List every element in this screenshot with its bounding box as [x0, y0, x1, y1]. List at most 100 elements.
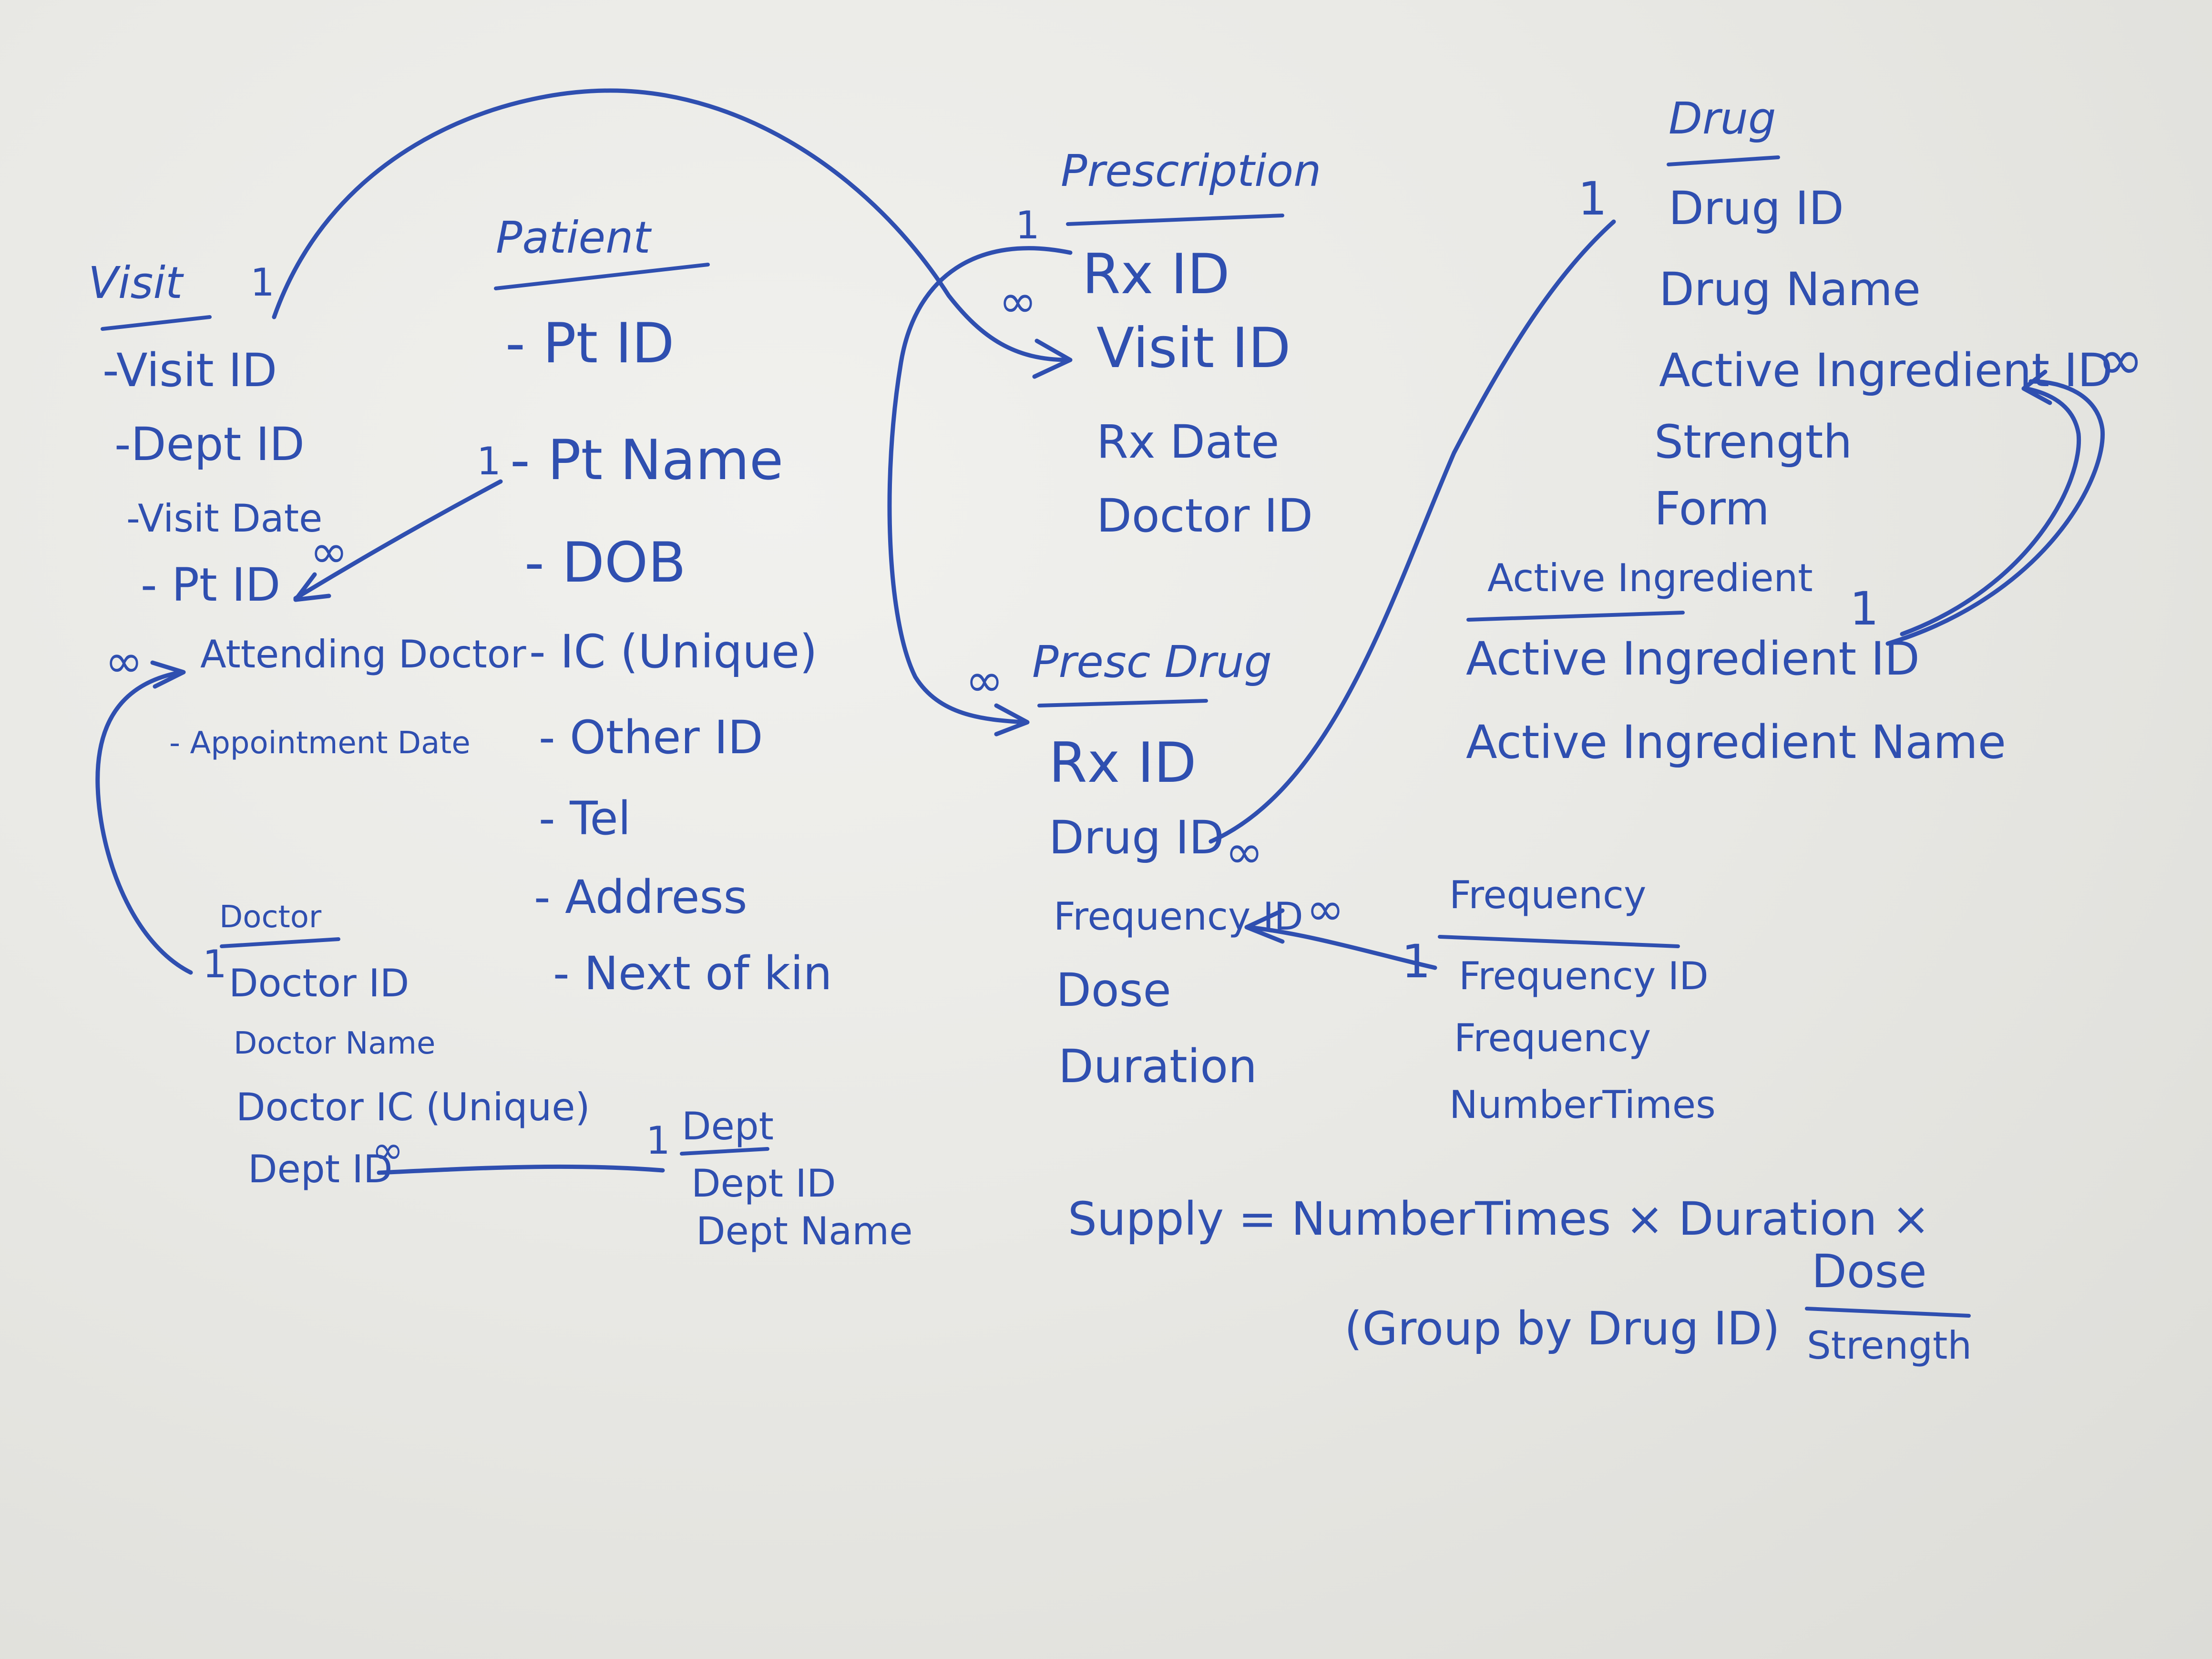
- arrow-head: [994, 703, 1030, 737]
- rel-doctor-visit: [95, 670, 193, 975]
- entity-presc-drug: Presc Drug Rx ID Drug ID Frequency ID Do…: [1032, 636, 1303, 1093]
- cardinality-many: ∞: [372, 1128, 404, 1172]
- arrow-head: [1032, 338, 1073, 379]
- rel-prescdrug-drug: [1208, 219, 1616, 844]
- entity-title: Prescription: [1061, 145, 1321, 196]
- title-underline: [1037, 699, 1208, 707]
- entity-title: Active Ingredient: [1487, 556, 1813, 600]
- rel-activeingredient-drug-2: [1900, 386, 2081, 636]
- field: Frequency ID: [1459, 954, 1709, 998]
- cardinality-many: ∞: [105, 635, 143, 688]
- field: Rx ID: [1049, 731, 1197, 795]
- title-underline: [494, 263, 710, 290]
- field: Duration: [1058, 1040, 1257, 1093]
- cardinality-one: 1: [646, 1118, 670, 1163]
- field: - Pt ID: [505, 311, 675, 376]
- arrow-head: [150, 660, 186, 689]
- field: Active Ingredient ID: [1659, 344, 2113, 397]
- entity-title: Drug: [1669, 93, 1776, 144]
- title-underline: [1066, 214, 1284, 226]
- entity-title: Doctor: [219, 900, 322, 935]
- field: Strength: [1654, 415, 1852, 469]
- cardinality-many: ∞: [1306, 882, 1344, 936]
- cardinality-marks: 1 1 ∞ ∞ 1 ∞ ∞ ∞ ∞ 1 1 ∞ 1 1 ∞ 1: [105, 172, 2144, 1172]
- formula-group: (Group by Drug ID): [1344, 1302, 1780, 1355]
- field: - IC (Unique): [529, 625, 818, 678]
- field: -Visit ID: [102, 344, 277, 397]
- field: Doctor ID: [1096, 489, 1313, 543]
- rel-patient-visit: [293, 479, 503, 601]
- field: Dept ID: [691, 1161, 836, 1206]
- rel-activeingredient-drug: [1885, 379, 2105, 646]
- title-underline: [680, 1147, 769, 1156]
- cardinality-many: ∞: [1225, 825, 1263, 879]
- field: Active Ingredient ID: [1466, 632, 1920, 686]
- cardinality-many: ∞: [999, 275, 1037, 328]
- field: - DOB: [524, 531, 686, 595]
- entity-title: Frequency: [1449, 873, 1646, 917]
- field: Doctor ID: [229, 961, 409, 1005]
- field: -Dept ID: [114, 418, 305, 471]
- field: Doctor Name: [234, 1026, 435, 1061]
- relationship-lines: [95, 88, 2105, 1175]
- rel-visit-prescription: [272, 88, 1070, 362]
- field: Dept Name: [696, 1209, 912, 1253]
- cardinality-one: 1: [1015, 203, 1040, 247]
- field: - Next of kin: [553, 947, 832, 1000]
- field: Rx ID: [1082, 242, 1230, 307]
- arrow-head: [1244, 908, 1285, 944]
- title-underline: [1438, 935, 1680, 948]
- arrow-head: [2021, 369, 2052, 405]
- entity-prescription: Prescription Rx ID Visit ID Rx Date Doct…: [1061, 145, 1321, 543]
- fraction-bar: [1805, 1307, 1971, 1318]
- entity-title: Visit: [88, 257, 184, 308]
- cardinality-one: 1: [250, 260, 275, 305]
- title-underline: [101, 315, 212, 331]
- rel-prescription-prescdrug: [887, 246, 1073, 725]
- entity-doctor: Doctor Doctor ID Doctor Name Doctor IC (…: [219, 900, 590, 1191]
- field: Drug ID: [1669, 182, 1844, 235]
- title-underline: [1466, 611, 1685, 622]
- field: Drug Name: [1659, 263, 1921, 316]
- rel-frequency-prescdrug: [1247, 925, 1437, 970]
- entity-title: Presc Drug: [1032, 636, 1272, 687]
- cardinality-many: ∞: [2098, 328, 2144, 392]
- entity-visit: Visit -Visit ID -Dept ID -Visit Date - P…: [88, 257, 526, 761]
- rel-doctor-dept: [377, 1164, 665, 1175]
- field: Rx Date: [1096, 415, 1279, 469]
- cardinality-one: 1: [1578, 172, 1607, 225]
- field: - Tel: [539, 792, 631, 845]
- entity-title: Patient: [496, 212, 652, 263]
- cardinality-many: ∞: [310, 525, 348, 578]
- cardinality-many: ∞: [965, 654, 1004, 707]
- field: Dose: [1056, 963, 1171, 1017]
- field: Frequency: [1454, 1016, 1651, 1060]
- field: Visit ID: [1096, 316, 1291, 380]
- entity-frequency: Frequency Frequency ID Frequency NumberT…: [1438, 873, 1716, 1127]
- field: Dept ID: [248, 1147, 393, 1191]
- field: - Pt Name: [510, 428, 783, 492]
- entity-active-ingredient: Active Ingredient Active Ingredient ID A…: [1466, 556, 2006, 769]
- title-underline: [1667, 155, 1780, 166]
- field: - Other ID: [539, 711, 763, 764]
- supply-formula: Supply = NumberTimes × Duration × Dose S…: [1068, 1192, 1972, 1368]
- field: NumberTimes: [1449, 1083, 1716, 1127]
- cardinality-one: 1: [203, 942, 227, 986]
- cardinality-one: 1: [1402, 935, 1431, 988]
- title-underline: [220, 937, 340, 948]
- cardinality-one: 1: [477, 439, 501, 483]
- arrow-head: [293, 572, 331, 602]
- entity-title: Dept: [682, 1104, 774, 1148]
- entity-drug: Drug Drug ID Drug Name Active Ingredient…: [1654, 93, 2113, 535]
- field: - Appointment Date: [169, 726, 471, 761]
- cardinality-one: 1: [1850, 582, 1879, 635]
- formula-lhs: Supply = NumberTimes × Duration ×: [1068, 1192, 1930, 1246]
- field: - Pt ID: [141, 558, 280, 612]
- formula-denominator: Strength: [1807, 1323, 1972, 1368]
- field: Active Ingredient Name: [1466, 716, 2006, 769]
- field: Form: [1654, 482, 1770, 535]
- entity-patient: Patient - Pt ID - Pt Name - DOB - IC (Un…: [494, 212, 832, 1000]
- field: Doctor IC (Unique): [236, 1085, 590, 1129]
- field: Attending Doctor: [200, 632, 526, 676]
